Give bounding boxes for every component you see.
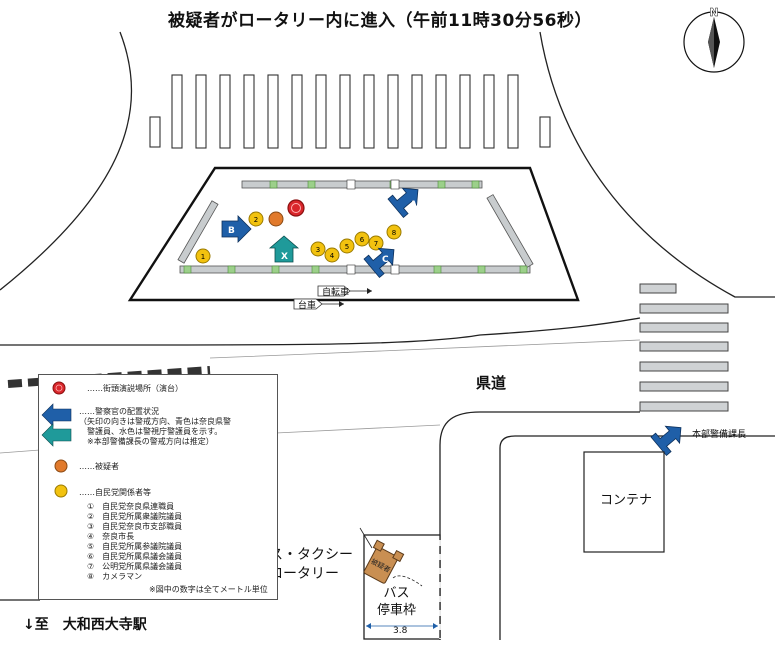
rotary-label-line-1: バス・タクシー: [255, 547, 353, 563]
legend-member-8: ⑧ カメラマン: [87, 572, 143, 581]
diagram-title: 被疑者がロータリー内に進入（午前11時30分56秒）: [168, 11, 592, 31]
legend-symbols: [41, 381, 72, 498]
road-label: 県道: [476, 374, 507, 392]
party-member-1: 1: [195, 248, 211, 264]
legend-member-5: ⑤ 自民党所属参議院議員: [87, 542, 183, 551]
legend-suspect: ……被疑者: [79, 462, 119, 471]
svg-text:6: 6: [360, 236, 365, 244]
svg-text:3: 3: [316, 246, 320, 254]
legend-member-4: ④ 奈良市長: [87, 532, 135, 541]
rotary-label: バス・タクシー ロータリー: [255, 546, 353, 584]
police-label-b: B: [228, 226, 235, 236]
bus-width-label: 3.8: [393, 626, 408, 636]
stand-marker: [293, 298, 344, 310]
legend-note: ※図中の数字は全てメートル単位: [149, 585, 268, 594]
party-member-4: 4: [324, 247, 340, 263]
legend-member-6: ⑥ 自民党所属県議会議員: [87, 552, 183, 561]
bicycle-label: 自転車: [322, 288, 350, 298]
traffic-island: [127, 166, 580, 302]
legend-party-icon: [54, 484, 68, 498]
legend-suspect-icon: [54, 459, 68, 473]
legend-police-desc-2: 警護員、水色は警視庁警護員を示す。: [87, 427, 223, 436]
police-label-c: C: [382, 255, 389, 265]
party-member-7: 7: [368, 235, 384, 251]
bus-area-label-line-2: 停車枠: [377, 603, 417, 618]
crosswalk-right: [639, 283, 729, 412]
legend-member-2: ② 自民党所属衆議院議員: [87, 512, 183, 521]
police-chief-label: 本部警備課長: [692, 430, 747, 440]
bus-area-label-line-1: バス: [383, 586, 410, 601]
suspect-marker: [268, 211, 284, 227]
svg-text:7: 7: [374, 240, 378, 248]
svg-text:1: 1: [201, 253, 205, 261]
legend-speech-site: ……街頭演説場所（演台）: [87, 384, 183, 393]
svg-text:8: 8: [392, 229, 396, 237]
police-tokyo-label-x: X: [281, 252, 288, 262]
police-chief-marker: [650, 425, 682, 457]
police-marker-a: [387, 187, 419, 219]
police-label-a: A: [410, 200, 417, 210]
party-member-markers: 1 2 3 4 5 6 7 8: [195, 211, 402, 264]
police-marker-b: [221, 215, 252, 243]
svg-text:2: 2: [254, 216, 258, 224]
compass-north-label: N: [709, 6, 718, 19]
bus-area-label: バス 停車枠: [377, 585, 416, 619]
legend-member-7: ⑦ 公明党所属県議会議員: [87, 562, 183, 571]
police-tokyo-marker-x: [268, 235, 300, 263]
container-label: コンテナ: [600, 493, 653, 508]
party-member-6: 6: [354, 231, 370, 247]
rotary-label-line-2: ロータリー: [269, 566, 339, 582]
suspect-path: [392, 575, 423, 587]
stand-label: 台車: [298, 301, 317, 311]
party-member-8: 8: [386, 224, 402, 240]
speech-site-marker: [287, 199, 305, 217]
bicycle-marker: [317, 285, 372, 297]
legend-party-title: ……自民党関係者等: [79, 488, 151, 497]
svg-text:4: 4: [330, 252, 335, 260]
legend-police-desc-1: （矢印の向きは警戒方向、青色は奈良県警: [79, 417, 231, 426]
suspect-arrow: [359, 527, 373, 549]
compass: N: [683, 6, 745, 73]
direction-label: ↓至 大和西大寺駅: [23, 617, 147, 633]
legend: ……街頭演説場所（演台） ……警察官の配置状況 （矢印の向きは警戒方向、青色は奈…: [38, 374, 278, 600]
svg-text:5: 5: [345, 243, 349, 251]
legend-police-tokyo-icon: [41, 423, 72, 447]
legend-police-desc-3: ※本部警備課長の警戒方向は推定）: [87, 437, 214, 446]
party-member-2: 2: [248, 211, 264, 227]
legend-member-1: ① 自民党奈良県連職員: [87, 502, 175, 511]
legend-police-icon: [41, 403, 72, 427]
party-member-3: 3: [310, 241, 326, 257]
road-outline: [0, 31, 775, 640]
suspect-figure: 被疑者: [363, 539, 405, 584]
legend-member-3: ③ 自民党奈良市支部職員: [87, 522, 183, 531]
legend-police-title: ……警察官の配置状況: [79, 407, 159, 416]
container-box: [583, 451, 665, 553]
crosswalk-top: [149, 74, 551, 149]
legend-speech-site-icon: [52, 381, 66, 395]
police-marker-c: [363, 247, 395, 279]
party-member-5: 5: [339, 238, 355, 254]
